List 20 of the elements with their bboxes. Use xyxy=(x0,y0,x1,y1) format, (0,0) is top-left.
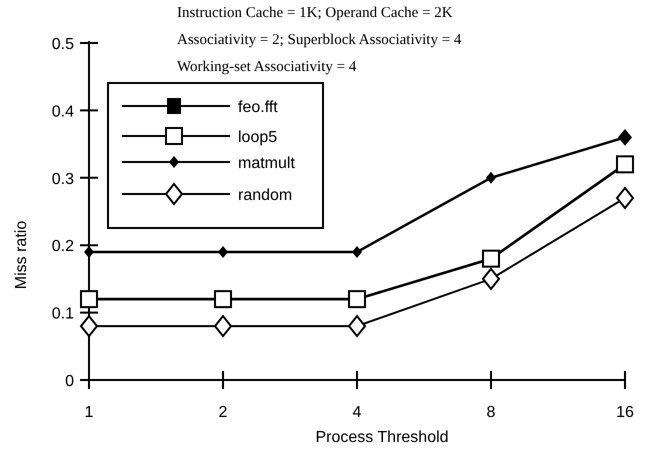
y-tick-label: 0.4 xyxy=(52,103,74,120)
x-axis-title: Process Threshold xyxy=(315,429,449,446)
x-tick-label: 1 xyxy=(84,404,94,421)
y-tick-label: 0.3 xyxy=(52,170,74,188)
legend-label: matmult xyxy=(238,155,295,172)
annotation-text: Associativity = 2; Superblock Associativity = 4 xyxy=(177,31,462,49)
y-tick-label: 0.5 xyxy=(52,36,74,53)
x-tick-label: 8 xyxy=(486,404,496,421)
y-tick-label: 0 xyxy=(65,373,74,390)
y-tick-label: 0.2 xyxy=(52,238,74,256)
x-tick-label: 16 xyxy=(616,404,634,421)
x-tick-label: 4 xyxy=(352,404,362,421)
legend-label: random xyxy=(238,187,292,204)
legend-label: feo.fft xyxy=(238,99,278,116)
legend-label: loop5 xyxy=(238,129,278,146)
x-tick-label: 2 xyxy=(218,404,228,421)
annotation-text: Instruction Cache = 1K; Operand Cache = 2K xyxy=(177,4,453,22)
y-tick-label: 0.1 xyxy=(52,306,74,323)
annotation-text: Working-set Associativity = 4 xyxy=(177,58,356,76)
y-axis-title: Miss ratio xyxy=(13,220,30,290)
